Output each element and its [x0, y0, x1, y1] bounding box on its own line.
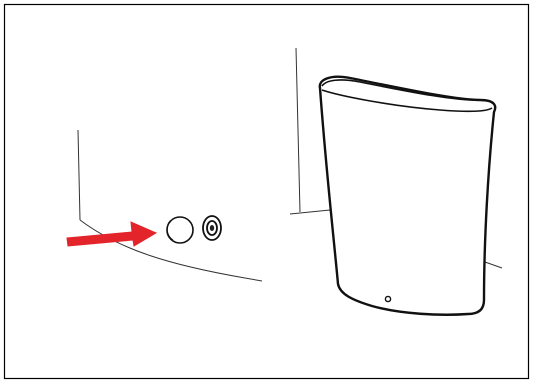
floor-line-right	[289, 209, 331, 215]
arrow-right-icon	[66, 221, 158, 247]
indicator-light-icon	[384, 295, 392, 303]
wall-edge-left	[77, 129, 81, 221]
round-button-icon	[166, 216, 194, 244]
router-top-rim-outer	[321, 79, 487, 102]
router-top-rim-inner	[321, 89, 493, 113]
router-device	[318, 75, 497, 316]
wall-edge-right	[295, 47, 301, 213]
power-port-icon	[202, 215, 222, 241]
frame-border	[3, 3, 530, 380]
floor-curve-left	[79, 219, 246, 279]
router-body	[318, 75, 497, 316]
room-outline	[77, 47, 503, 282]
floor-curve-left-tail	[244, 277, 263, 282]
floor-line-far	[484, 261, 503, 269]
